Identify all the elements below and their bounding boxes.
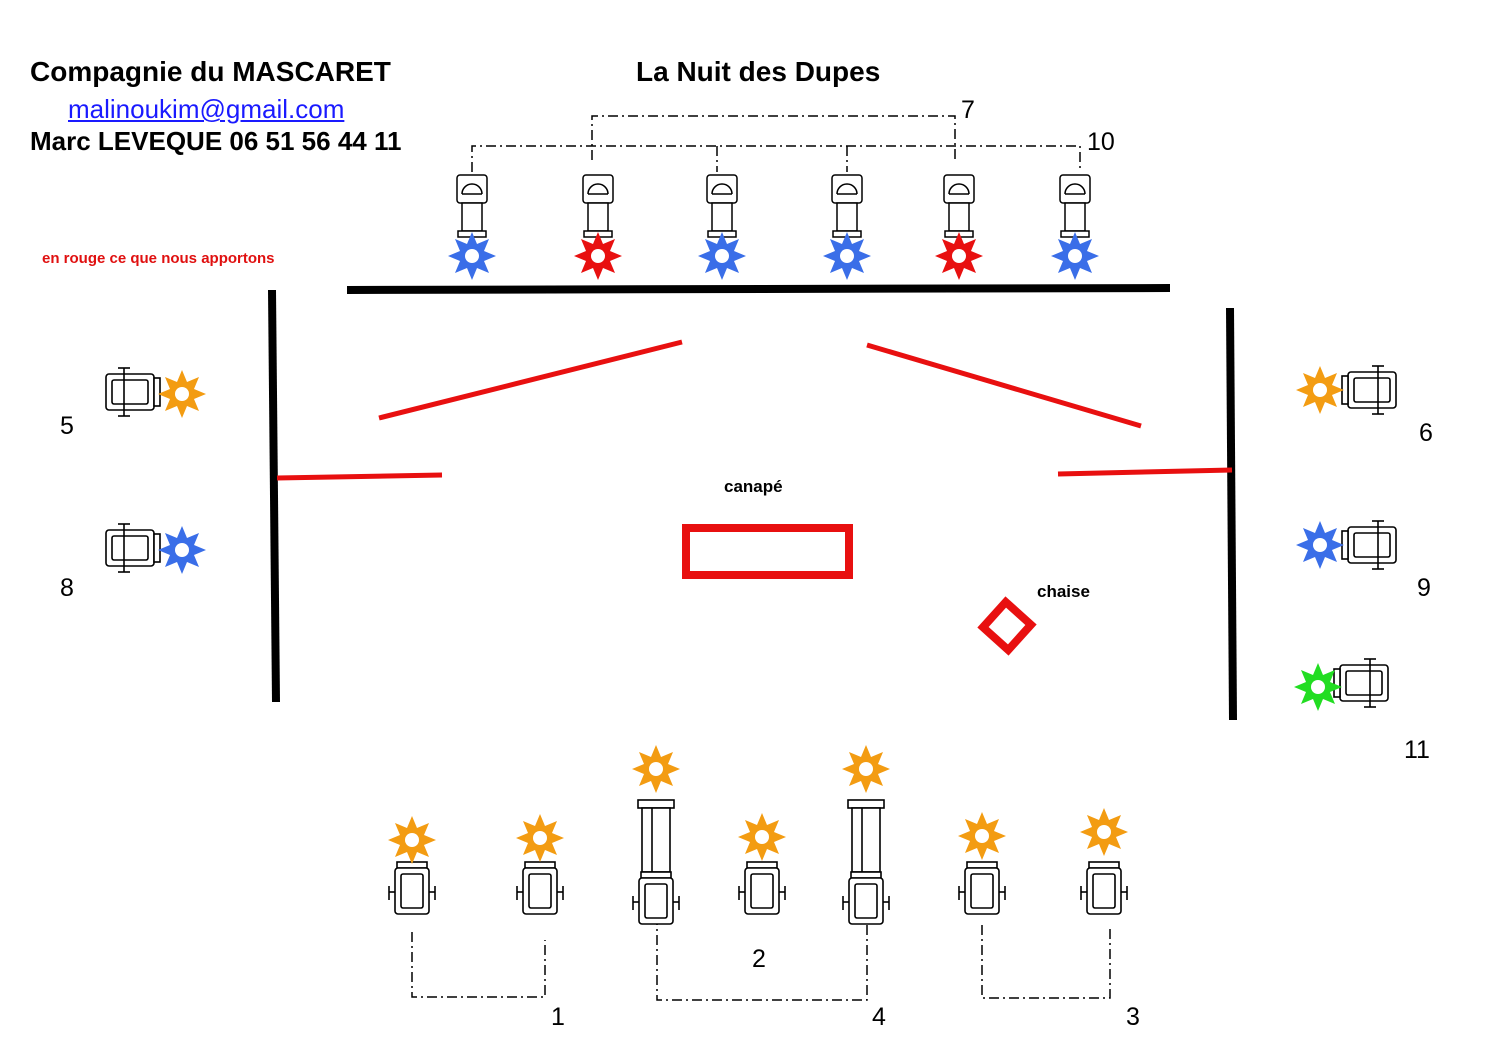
stage-walls [268, 284, 1237, 721]
gel-star-icon-top-2 [574, 232, 622, 280]
flat-left-side [276, 472, 443, 481]
circuit-number-4: 4 [872, 1003, 886, 1031]
spotlight-icon-front-4 [738, 861, 786, 915]
gel-star-icon-front-4 [738, 813, 786, 861]
circuit-link-7 [591, 115, 956, 160]
gel-star-icon-top-6 [1051, 232, 1099, 280]
gel-star-icon-front-6 [958, 812, 1006, 860]
spotlight-icon-top-2 [582, 174, 614, 238]
gel-star-icon-front-7 [1080, 808, 1128, 856]
spotlight-icon-top-5 [943, 174, 975, 238]
circuit-number-3: 3 [1126, 1003, 1140, 1031]
circuit-number-5: 5 [60, 412, 74, 440]
circuit-number-2: 2 [752, 945, 766, 973]
spotlight-icon-top-3 [706, 174, 738, 238]
spotlight-icon-front-3 [632, 799, 680, 925]
sofa-label: canapé [724, 477, 783, 496]
gel-star-icon-top-3 [698, 232, 746, 280]
flat-left-angled [378, 339, 683, 421]
company-name: Compagnie du MASCARET [30, 56, 391, 87]
left-wall [268, 289, 280, 703]
spotlight-icon-right-9 [1341, 520, 1397, 570]
circuit-number-10: 10 [1087, 128, 1115, 156]
spotlight-icon-top-4 [831, 174, 863, 238]
circuit-link-4 [656, 915, 868, 1001]
spotlight-icon-front-2 [516, 861, 564, 915]
spotlight-icon-right-6 [1341, 365, 1397, 415]
gel-star-icon-top-5 [935, 232, 983, 280]
chair [977, 596, 1037, 656]
show-title: La Nuit des Dupes [636, 56, 881, 87]
circuit-link-1 [411, 932, 546, 998]
spotlight-icon-left-8 [105, 523, 161, 573]
chair-label: chaise [1037, 582, 1090, 601]
gel-star-icon-left-5 [158, 370, 206, 418]
spotlight-icon-left-5 [105, 367, 161, 417]
set-flats [276, 339, 1233, 481]
sofa [682, 524, 853, 579]
circuit-number-9: 9 [1417, 574, 1431, 602]
gel-star-icon-right-11 [1294, 663, 1342, 711]
flat-right-side [1057, 467, 1233, 477]
spotlight-icon-front-6 [958, 861, 1006, 915]
gel-star-icon-front-2 [516, 814, 564, 862]
gel-star-icon-top-4 [823, 232, 871, 280]
gel-star-icon-right-6 [1296, 366, 1344, 414]
circuit-number-1: 1 [551, 1003, 565, 1031]
circuit-links [411, 115, 1111, 1001]
spotlight-icon-front-7 [1080, 861, 1128, 915]
back-wall [346, 284, 1171, 294]
spotlight-icon-top-1 [456, 174, 488, 238]
circuit-number-11: 11 [1404, 736, 1430, 764]
gel-star-icon-right-9 [1296, 521, 1344, 569]
right-wall [1226, 307, 1237, 721]
email-link[interactable]: malinoukim@gmail.com [68, 94, 345, 124]
contact-phone: Marc LEVEQUE 06 51 56 44 11 [30, 126, 402, 156]
spotlight-icon-front-1 [388, 861, 436, 915]
circuit-link-3 [981, 925, 1111, 999]
circuit-number-6: 6 [1419, 419, 1433, 447]
gel-star-icon-top-1 [448, 232, 496, 280]
spotlight-icon-front-5 [842, 799, 890, 925]
flat-right-angled [866, 342, 1142, 429]
circuit-link-10 [471, 145, 1081, 172]
gel-star-icon-front-3 [632, 745, 680, 793]
legend-note: en rouge ce que nous apportons [42, 250, 275, 267]
circuit-number-7: 7 [961, 96, 975, 124]
gel-star-icon-front-1 [388, 816, 436, 864]
circuit-number-8: 8 [60, 574, 74, 602]
spotlight-icon-right-11 [1333, 658, 1389, 708]
spotlight-icon-top-6 [1059, 174, 1091, 238]
gel-star-icon-left-8 [158, 526, 206, 574]
fixtures [105, 174, 1397, 925]
gel-star-icon-front-5 [842, 745, 890, 793]
